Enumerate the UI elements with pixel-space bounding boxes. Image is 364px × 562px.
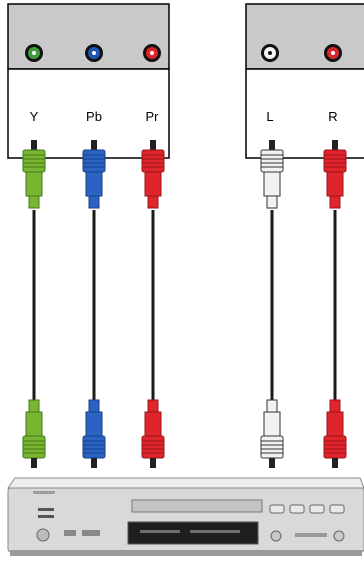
jack-l: L — [261, 44, 279, 124]
knob-1[interactable] — [270, 530, 282, 542]
plug-top-pb — [82, 140, 106, 209]
cable-y — [22, 140, 46, 468]
cable-pb — [82, 140, 106, 468]
button-1[interactable] — [269, 504, 285, 514]
brand-logo — [33, 491, 55, 494]
jack-r: R — [324, 44, 342, 124]
jack-label-r: R — [328, 109, 337, 124]
jack-label-pr: Pr — [146, 109, 160, 124]
jack-pr: Pr — [143, 44, 161, 124]
cable-r — [323, 140, 347, 468]
component-video-panel: Y Pb Pr — [7, 3, 170, 159]
cable-pr — [141, 140, 165, 468]
plug-top-r — [323, 140, 347, 209]
knob-2[interactable] — [333, 530, 345, 542]
cable-l — [260, 140, 284, 468]
jack-y: Y — [25, 44, 43, 124]
plug-top-l — [260, 140, 284, 209]
disc-tray[interactable] — [131, 499, 263, 513]
rca-cables — [22, 140, 347, 468]
plug-bottom-l — [260, 399, 284, 468]
plug-bottom-pb — [82, 399, 106, 468]
plug-top-pr — [141, 140, 165, 209]
dvd-player — [7, 477, 364, 556]
plug-bottom-pr — [141, 399, 165, 468]
plug-bottom-y — [22, 399, 46, 468]
button-4[interactable] — [329, 504, 345, 514]
jack-label-y: Y — [30, 109, 39, 124]
jack-label-pb: Pb — [86, 109, 102, 124]
button-3[interactable] — [309, 504, 325, 514]
jack-pb: Pb — [85, 44, 103, 124]
plug-top-y — [22, 140, 46, 209]
button-2[interactable] — [289, 504, 305, 514]
power-button[interactable] — [36, 528, 50, 542]
plug-bottom-r — [323, 399, 347, 468]
jack-label-l: L — [266, 109, 273, 124]
audio-panel: L R — [245, 3, 364, 159]
